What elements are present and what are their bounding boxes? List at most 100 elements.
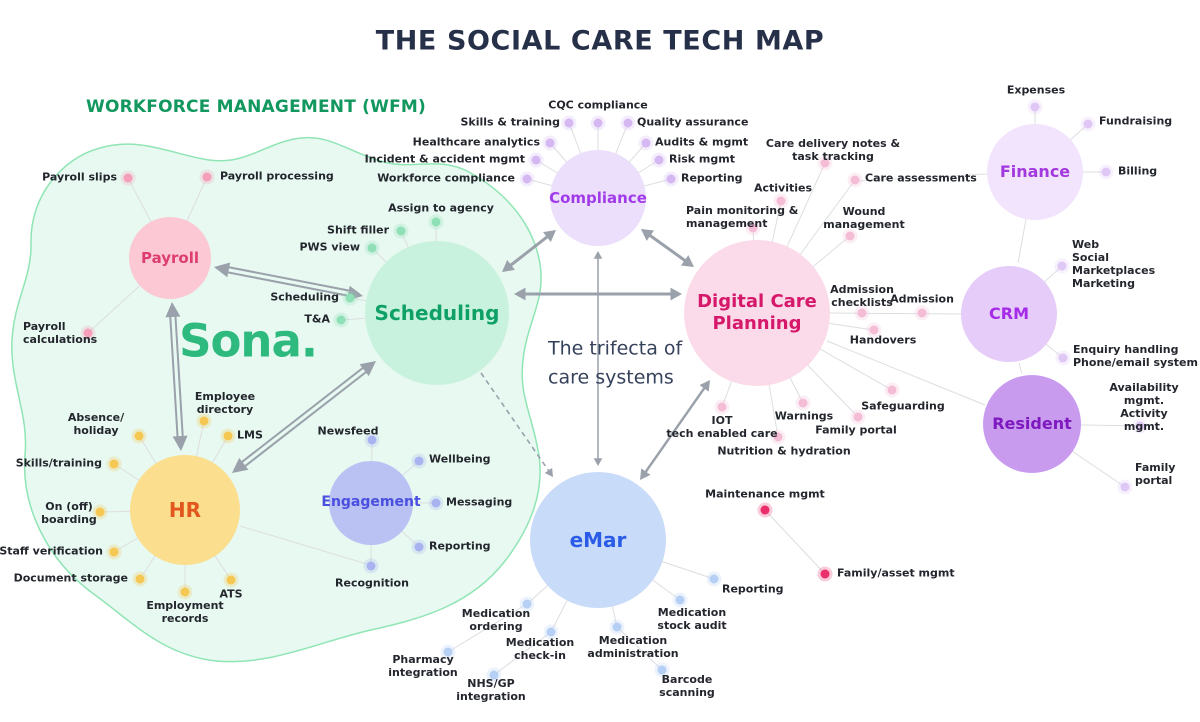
scheduling-satellite-dot (367, 243, 377, 253)
dcp-satellite-dot (820, 158, 830, 168)
satellite-label: Scheduling (270, 290, 339, 304)
engagement-satellite-dot (414, 456, 424, 466)
satellite-label: Barcode scanning (659, 673, 715, 699)
compliance-satellite-dot (666, 174, 676, 184)
dcp-satellite-dot (798, 398, 808, 408)
satellite-label: Maintenance mgmt (705, 487, 825, 501)
compliance-satellite-dot (593, 118, 603, 128)
dcp-satellite-dot (869, 325, 879, 335)
satellite-label: Risk mgmt (669, 152, 735, 166)
satellite-label: Medication check-in (505, 636, 575, 662)
dcp-satellite-dot (773, 432, 783, 442)
satellite-label: Shift filler (327, 223, 389, 237)
satellite-label: Nutrition & hydration (717, 444, 851, 458)
satellite-label: Messaging (446, 495, 513, 509)
wfm-section-label: WORKFORCE MANAGEMENT (WFM) (86, 97, 426, 117)
dcp-satellite-dot (717, 402, 727, 412)
hr-satellite-dot (180, 587, 190, 597)
standalone-satellite-dot (820, 569, 830, 579)
satellite-label: Activities (753, 181, 813, 195)
satellite-label: Safeguarding (861, 399, 945, 413)
satellite-label: IOT tech enabled care (666, 414, 778, 440)
satellite-label: Incident & accident mgmt (364, 152, 525, 166)
payroll-satellite-dot (123, 173, 133, 183)
satellite-label: Reporting (722, 582, 784, 596)
sona-logo: Sona. (179, 314, 318, 368)
dcp-satellite-dot (748, 223, 758, 233)
satellite-label: On (off) boarding (41, 500, 97, 526)
satellite-label: Medication stock audit (657, 606, 727, 632)
page-title: THE SOCIAL CARE TECH MAP (375, 25, 825, 57)
satellite-label: Newsfeed (317, 424, 379, 438)
scheduling-satellite-dot (345, 293, 355, 303)
node-payroll: Payroll (129, 217, 211, 299)
emar-satellite-dot (443, 647, 453, 657)
satellite-label: Absence/ holiday (67, 411, 125, 437)
satellite-label: Quality assurance (637, 115, 749, 129)
compliance-satellite-dot (531, 155, 541, 165)
emar-satellite-dot (546, 627, 556, 637)
crm-satellite-dot (1057, 261, 1067, 271)
satellite-label: Web Social Marketplaces Marketing (1072, 238, 1156, 290)
satellite-label: Billing (1118, 164, 1158, 178)
dcp-satellite-dot (857, 308, 867, 318)
scheduling-satellite-dot (336, 315, 346, 325)
satellite-label: Skills & training (460, 115, 560, 129)
satellite-label: Care delivery notes & task tracking (765, 137, 901, 163)
satellite-label: T&A (304, 312, 330, 326)
satellite-label: ATS (219, 587, 243, 601)
satellite-label: Family portal (815, 423, 897, 437)
node-compliance: Compliance (549, 150, 647, 246)
satellite-label: Expenses (1006, 83, 1066, 97)
satellite-label: Family portal (1135, 461, 1176, 487)
payroll-satellite-dot (202, 172, 212, 182)
satellite-label: CQC compliance (548, 98, 648, 112)
satellite-label: Pharmacy integration (388, 653, 458, 679)
satellite-label: Audits & mgmt (655, 135, 749, 149)
satellite-label: PWS view (299, 240, 360, 254)
emar-satellite-dot (612, 622, 622, 632)
satellite-label: Handovers (849, 333, 917, 347)
satellite-label: Fundraising (1099, 114, 1173, 128)
engagement-satellite-dot (367, 435, 377, 445)
engagement-satellite-dot (414, 542, 424, 552)
satellite-label: Reporting (681, 171, 743, 185)
node-dcp: Digital Care Planning (684, 240, 830, 386)
node-finance: Finance (987, 124, 1083, 220)
resident-satellite-dot (1120, 482, 1130, 492)
dcp-satellite-dot (776, 196, 786, 206)
node-hr: HR (130, 455, 240, 565)
engagement-satellite-dot (366, 561, 376, 571)
node-emar: eMar (530, 472, 666, 608)
relationship-arrows (165, 229, 710, 480)
satellite-label: Family/asset mgmt (837, 566, 955, 580)
satellite-label: Admission (890, 292, 954, 306)
compliance-satellite-dot (641, 138, 651, 148)
emar-satellite-dot (657, 665, 667, 675)
satellite-label: Wound management (823, 205, 905, 231)
satellite-label: Skills/training (15, 456, 102, 470)
satellite-label: Employee directory (194, 390, 256, 416)
compliance-satellite-dot (623, 118, 633, 128)
hr-satellite-dot (134, 431, 144, 441)
standalone-satellite-dot (760, 505, 770, 515)
dcp-satellite-dot (853, 412, 863, 422)
satellite-label: NHS/GP integration (456, 677, 526, 703)
trifecta-annotation: The trifecta of care systems (548, 337, 683, 389)
node-resident: Resident (983, 375, 1081, 473)
finance-satellite-dot (1083, 119, 1093, 129)
satellite-label: Availability mgmt. Activity mgmt. (1109, 381, 1179, 433)
satellite-label: Medication ordering (461, 607, 531, 633)
satellite-label: Workforce compliance (377, 171, 515, 185)
crm-satellite-dot (1058, 353, 1068, 363)
satellite-label: Payroll slips (42, 170, 117, 184)
hr-satellite-dot (226, 575, 236, 585)
satellite-label: Healthcare analytics (412, 135, 540, 149)
node-crm: CRM (961, 266, 1057, 362)
satellite-label: Wellbeing (429, 452, 491, 466)
hr-satellite-dot (223, 431, 233, 441)
satellite-label: Pain monitoring & management (686, 204, 799, 230)
emar-satellite-dot (709, 574, 719, 584)
satellite-label: Employment records (146, 599, 224, 625)
